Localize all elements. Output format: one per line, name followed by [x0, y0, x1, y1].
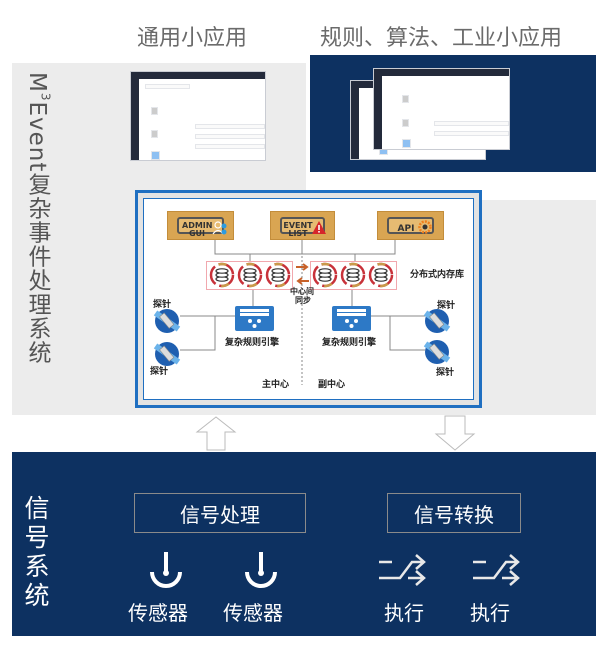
gear-icon: [418, 220, 432, 234]
rule-apps-heading: 规则、算法、工业小应用: [320, 26, 563, 51]
engine-label-backup: 复杂规则引擎: [322, 338, 377, 348]
admin-gui-app: ADMIN GUI: [167, 211, 234, 240]
sync-arrows-icon: [296, 263, 309, 285]
sensor-icon: [150, 552, 182, 588]
probe-label: 探针: [150, 367, 169, 377]
main-center-label: 主中心: [262, 380, 290, 390]
event-list-app: EVENT LIST: [270, 211, 335, 240]
sensor-label: 传感器: [223, 601, 283, 625]
signal-conversion-box: 信号转换: [387, 493, 521, 533]
sync-label-2: 同步: [295, 296, 311, 305]
api-app: API: [377, 211, 444, 240]
sensor-label: 传感器: [128, 601, 188, 625]
actuator-label: 执行: [470, 601, 510, 625]
distributed-db-label: 分布式内存库: [410, 270, 465, 280]
rule-engine-icon: [332, 306, 371, 331]
down-arrow-icon: [434, 415, 476, 451]
probe-label: 探针: [153, 300, 172, 310]
sensor-icon: [245, 552, 277, 588]
signal-processing-box: 信号处理: [134, 493, 306, 533]
signal-system-title: 信号系统: [24, 494, 50, 610]
engine-label-main: 复杂规则引擎: [225, 338, 280, 348]
probe-label: 探针: [437, 301, 456, 311]
actuator-icon: [473, 554, 520, 586]
m3event-title: M3Event复杂事件处理系统: [24, 72, 53, 365]
actuator-label: 执行: [384, 601, 424, 625]
signal-system-panel: [12, 452, 596, 636]
general-app-screenshot: [130, 71, 266, 161]
probe-label: 探针: [436, 368, 455, 378]
rule-engine-icon: [235, 306, 274, 331]
general-apps-heading: 通用小应用: [137, 26, 248, 51]
users-gear-icon: [212, 221, 227, 235]
up-arrow-icon: [195, 416, 237, 451]
actuator-icon: [379, 554, 426, 586]
sync-label-1: 中心间: [290, 287, 314, 296]
backup-center-label: 副中心: [318, 380, 346, 390]
warning-icon: [312, 221, 326, 234]
rule-app-screenshot-front: [373, 68, 510, 150]
